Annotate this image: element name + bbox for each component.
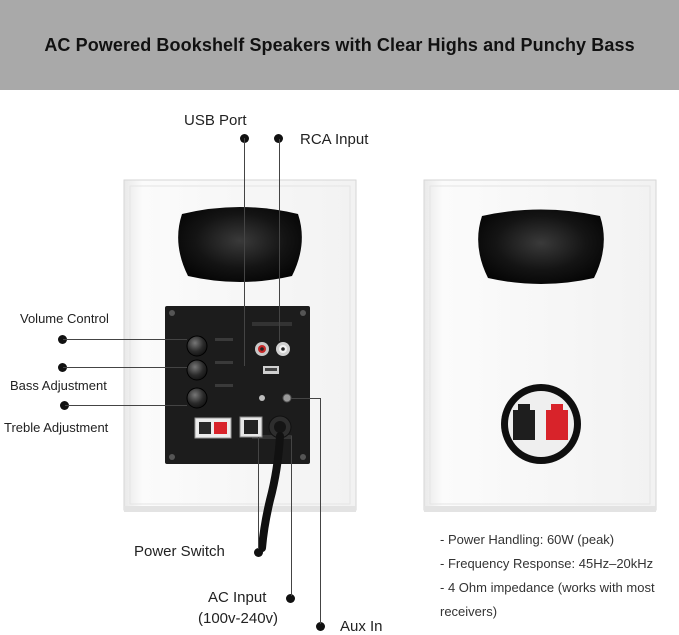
left-speaker-terminals (194, 417, 232, 439)
led-indicator (259, 395, 265, 401)
power-switch-label: Power Switch (134, 543, 225, 560)
spec-impedance-continued: receivers) (440, 604, 498, 619)
spec-frequency-response: - Frequency Response: 45Hz–20kHz (440, 556, 654, 571)
right-tweeter-horn (478, 209, 604, 284)
volume-control-label: Volume Control (20, 311, 109, 326)
rca-input-leader (279, 139, 280, 341)
spec-impedance: - 4 Ohm impedance (works with most (440, 580, 655, 595)
power-switch-dot (254, 548, 263, 557)
ac-input-leader (291, 436, 292, 596)
rca-input-label: RCA Input (300, 131, 369, 148)
aux-in-dot (316, 622, 325, 631)
aux-in-leader (320, 398, 321, 624)
volume-control-dot (58, 335, 67, 344)
left-tweeter-horn (178, 207, 302, 282)
aux-in-leader-horizontal (291, 398, 321, 399)
volume-knob (186, 335, 208, 357)
treble-adjustment-label: Treble Adjustment (4, 420, 109, 435)
ac-input-label: AC Input (208, 589, 267, 606)
power-switch (239, 416, 263, 438)
treble-adjustment-leader (65, 405, 187, 406)
treble-knob (186, 387, 208, 409)
rca-input-jacks (255, 342, 290, 356)
aux-in-label: Aux In (340, 618, 383, 635)
volume-control-leader (63, 339, 187, 340)
usb-port-leader (244, 138, 245, 366)
ac-input-dot (286, 594, 295, 603)
header-banner: AC Powered Bookshelf Speakers with Clear… (0, 0, 679, 90)
treble-adjustment-dot (60, 401, 69, 410)
ac-input-voltage-label: (100v-240v) (198, 610, 279, 627)
spec-power-handling: - Power Handling: 60W (peak) (440, 532, 615, 547)
aux-jack (282, 393, 292, 403)
rear-control-panel (165, 306, 310, 464)
specs-list: - Power Handling: 60W (peak) - Frequency… (440, 528, 655, 624)
bass-adjustment-label: Bass Adjustment (10, 378, 107, 393)
bass-adjustment-leader (63, 367, 187, 368)
usb-port-label: USB Port (184, 112, 247, 129)
page-title: AC Powered Bookshelf Speakers with Clear… (44, 34, 635, 55)
rca-input-dot (274, 134, 283, 143)
power-cable (258, 432, 284, 552)
right-speaker-terminal-cup (501, 384, 581, 464)
usb-port (263, 366, 279, 374)
bass-knob (186, 359, 208, 381)
bass-adjustment-dot (58, 363, 67, 372)
power-switch-leader (258, 437, 259, 549)
